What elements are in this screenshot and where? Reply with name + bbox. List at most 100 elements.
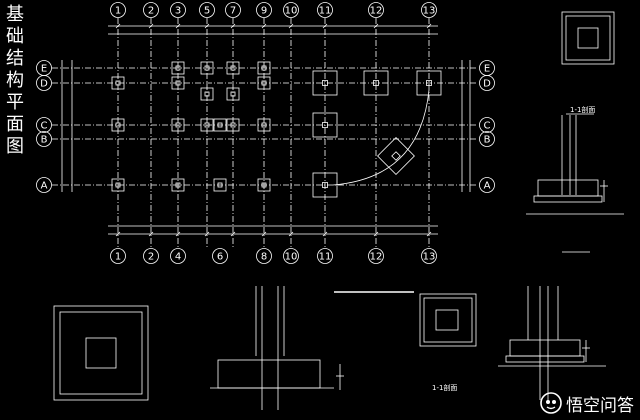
axis-bottom-6-bubble bbox=[317, 248, 333, 264]
footing-small-0 bbox=[111, 76, 125, 90]
footing-small-3 bbox=[200, 61, 214, 75]
footing-large-1 bbox=[363, 70, 389, 96]
footing-small-8 bbox=[226, 87, 240, 101]
axis-bottom-1-bubble bbox=[143, 248, 159, 264]
column-small-2 bbox=[175, 80, 181, 86]
dim-tick-bottom-1 bbox=[148, 231, 154, 237]
footing-small-12 bbox=[213, 118, 227, 132]
column-small-12 bbox=[217, 122, 223, 128]
column-small-3 bbox=[204, 65, 210, 71]
axis-bottom-3-label: 6 bbox=[217, 252, 223, 263]
watermark-text: 悟空问答 bbox=[566, 395, 634, 416]
detail-section-bottom-center bbox=[210, 286, 414, 410]
dim-tick-top-5 bbox=[261, 23, 267, 29]
footing-large-2 bbox=[416, 70, 442, 96]
footing-small-10 bbox=[171, 118, 185, 132]
axis-bottom-8-label: 13 bbox=[423, 252, 436, 263]
axis-right-4-bubble bbox=[479, 177, 495, 193]
axis-left-4-bubble bbox=[36, 177, 52, 193]
column-rotated bbox=[391, 151, 401, 161]
axis-top-9-label: 13 bbox=[423, 6, 436, 17]
dim-tick-bottom-5 bbox=[261, 231, 267, 237]
wukong-logo-icon bbox=[540, 392, 562, 414]
axis-top-0-bubble bbox=[110, 2, 126, 18]
column-large-3 bbox=[322, 122, 328, 128]
axis-right-3-label: B bbox=[484, 135, 491, 146]
dim-tick-bottom-8 bbox=[373, 231, 379, 237]
section-label-top: 1-1剖面 bbox=[570, 105, 595, 114]
axis-left-4-label: A bbox=[41, 181, 48, 192]
footing-small-7 bbox=[200, 87, 214, 101]
axis-top-8-bubble bbox=[368, 2, 384, 18]
dim-tick-bottom-3 bbox=[204, 231, 210, 237]
column-small-5 bbox=[261, 65, 267, 71]
footing-small-18 bbox=[257, 178, 271, 192]
column-small-14 bbox=[261, 122, 267, 128]
axis-bottom-2-label: 4 bbox=[175, 252, 181, 263]
column-small-18 bbox=[261, 182, 267, 188]
column-small-17 bbox=[217, 182, 223, 188]
column-small-1 bbox=[175, 65, 181, 71]
column-large-0 bbox=[322, 80, 328, 86]
dim-tick-top-0 bbox=[115, 23, 121, 29]
axis-top-5-bubble bbox=[256, 2, 272, 18]
axis-bottom-8-bubble bbox=[421, 248, 437, 264]
column-large-1 bbox=[373, 80, 379, 86]
column-large-4 bbox=[322, 182, 328, 188]
axis-top-3-label: 5 bbox=[204, 6, 210, 17]
footing-small-15 bbox=[111, 178, 125, 192]
drawing-title: 基础结构平面图 bbox=[6, 4, 24, 157]
axis-right-3-bubble bbox=[479, 131, 495, 147]
axis-bottom-4-label: 8 bbox=[261, 252, 267, 263]
column-small-9 bbox=[115, 122, 121, 128]
footing-small-13 bbox=[226, 118, 240, 132]
axis-bottom-6-label: 11 bbox=[319, 252, 332, 263]
axis-bottom-0-bubble bbox=[110, 248, 126, 264]
column-small-0 bbox=[115, 80, 121, 86]
axis-top-2-bubble bbox=[170, 2, 186, 18]
column-small-6 bbox=[261, 80, 267, 86]
footing-rotated-outline bbox=[377, 137, 415, 175]
column-small-15 bbox=[115, 182, 121, 188]
footing-large-3 bbox=[312, 112, 338, 138]
detail-footing-plan-bottom-center: 1-1剖面 bbox=[419, 293, 477, 392]
axis-top-5-label: 9 bbox=[261, 6, 267, 17]
dim-tick-bottom-2 bbox=[175, 231, 181, 237]
footing-small-17 bbox=[213, 178, 227, 192]
axis-top-6-label: 10 bbox=[285, 6, 298, 17]
dim-tick-bottom-6 bbox=[288, 231, 294, 237]
dim-tick-top-8 bbox=[373, 23, 379, 29]
detail-section-bottom-right bbox=[498, 286, 606, 400]
axis-right-4-label: A bbox=[484, 181, 491, 192]
axis-right-1-bubble bbox=[479, 75, 495, 91]
footing-small-1 bbox=[171, 61, 185, 75]
axis-top-9-bubble bbox=[421, 2, 437, 18]
watermark: 悟空问答 bbox=[540, 390, 634, 416]
axis-left-2-label: C bbox=[41, 121, 48, 132]
column-small-8 bbox=[230, 91, 236, 97]
axis-top-1-bubble bbox=[143, 2, 159, 18]
axis-top-0-label: 1 bbox=[115, 6, 121, 17]
axis-top-4-bubble bbox=[225, 2, 241, 18]
dim-tick-bottom-0 bbox=[115, 231, 121, 237]
dim-tick-bottom-4 bbox=[230, 231, 236, 237]
footing-rotated bbox=[377, 137, 415, 175]
dim-tick-top-1 bbox=[148, 23, 154, 29]
axis-left-3-label: B bbox=[41, 135, 48, 146]
detail-section-top-right: 1-1剖面 bbox=[526, 105, 624, 253]
axis-bottom-7-label: 12 bbox=[370, 252, 383, 263]
axis-left-2-bubble bbox=[36, 117, 52, 133]
axis-bottom-2-bubble bbox=[170, 248, 186, 264]
axis-right-0-label: E bbox=[484, 64, 490, 75]
axis-bottom-7-bubble bbox=[368, 248, 384, 264]
axis-bottom-0-label: 1 bbox=[115, 252, 121, 263]
axis-bottom-1-label: 2 bbox=[148, 252, 154, 263]
axis-top-1-label: 2 bbox=[148, 6, 154, 17]
axis-left-1-bubble bbox=[36, 75, 52, 91]
column-small-10 bbox=[175, 122, 181, 128]
curved-grid-arc bbox=[332, 89, 430, 186]
footing-small-11 bbox=[200, 118, 214, 132]
footing-small-4 bbox=[226, 61, 240, 75]
